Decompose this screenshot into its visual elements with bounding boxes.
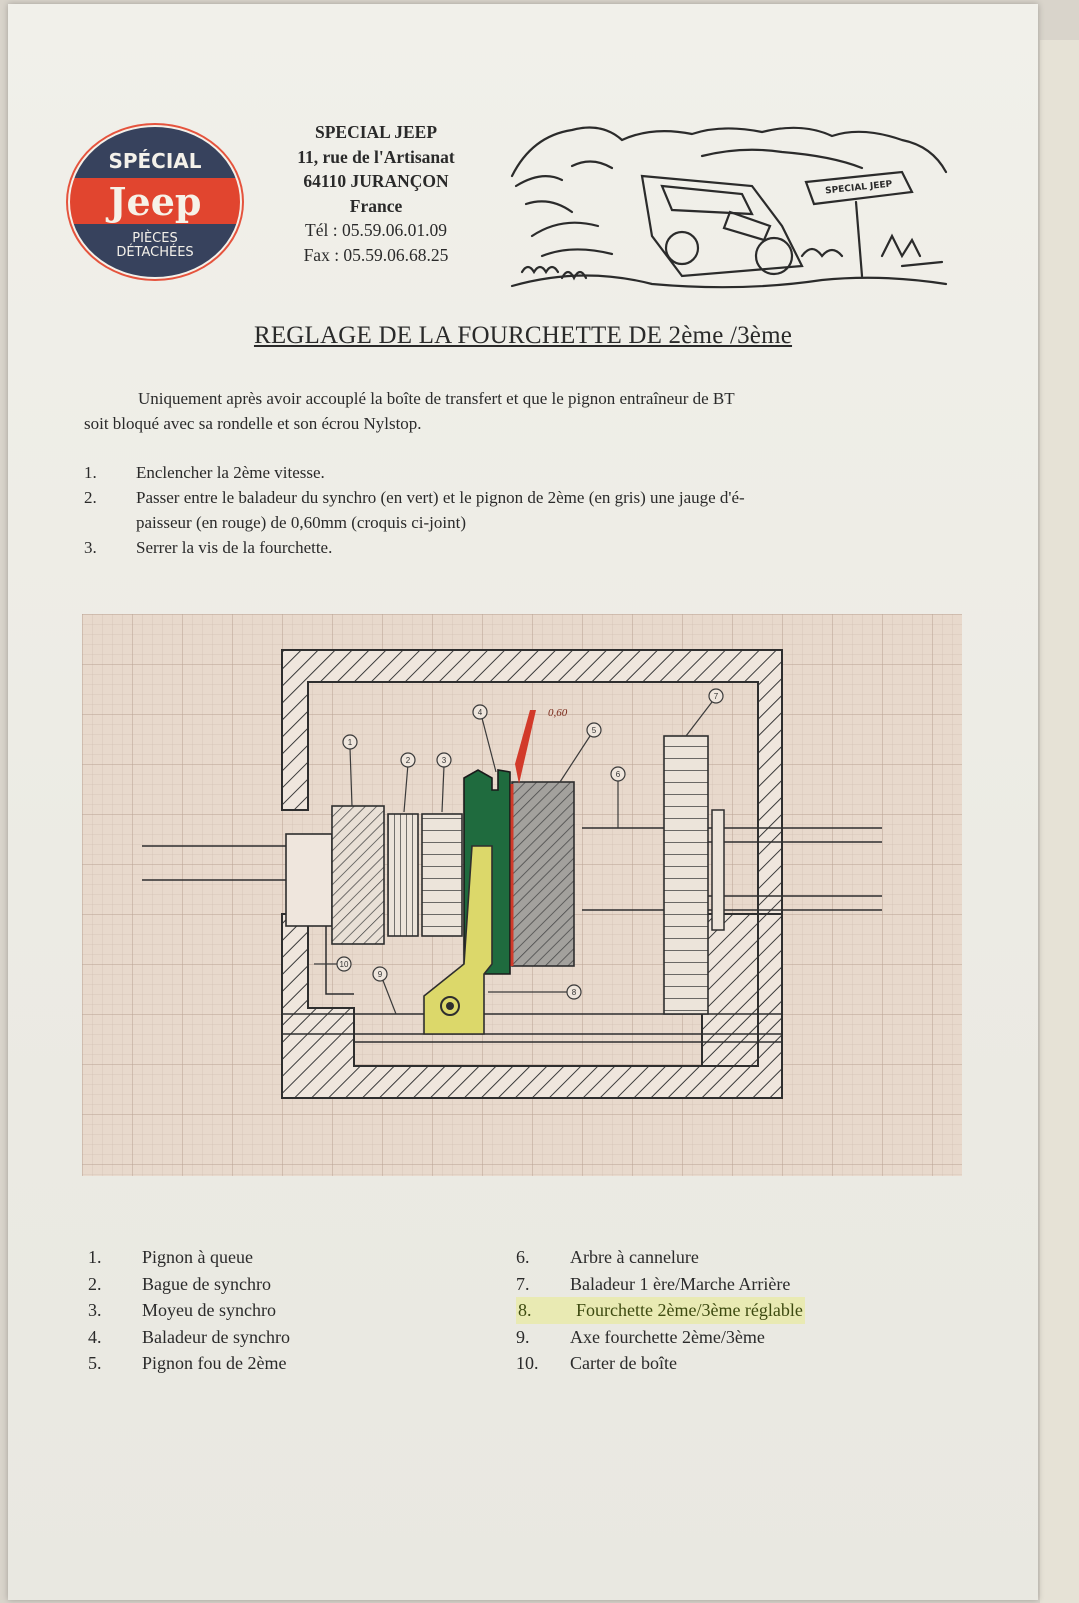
shift-fork: [423, 845, 493, 1035]
gearbox-cross-section-diagram: 0,60: [82, 614, 962, 1176]
legend-item: 3. Moyeu de synchro: [88, 1297, 290, 1324]
gauge-label: 0,60: [548, 707, 568, 719]
legend-label: Arbre à cannelure: [570, 1247, 699, 1267]
document-title: REGLAGE DE LA FOURCHETTE DE 2ème /3ème: [253, 322, 793, 349]
step-text: Enclencher la 2ème vitesse.: [136, 463, 325, 482]
legend-item: 2. Bague de synchro: [88, 1271, 290, 1298]
address-country: France: [349, 195, 403, 216]
legend-item: 7. Baladeur 1 ère/Marche Arrière: [516, 1271, 805, 1298]
step-number: 1.: [84, 463, 97, 482]
company-name: SPECIAL JEEP: [314, 122, 438, 142]
phone-number: Tél : 05.59.06.01.09: [305, 220, 447, 240]
tail-pinion: [331, 805, 385, 945]
callout-numbers: 1 2 3 4 5 6 7 8 9 10: [340, 692, 719, 997]
logo-bottom-text-2: DÉTACHÉES: [116, 244, 193, 260]
legend-number: 7.: [516, 1273, 530, 1294]
step-text-line: Passer entre le baladeur du synchro (en …: [136, 488, 745, 507]
callout-9: 9: [378, 970, 383, 979]
legend-number: 2.: [88, 1273, 102, 1294]
feeler-gauge: [515, 710, 536, 784]
legend-item: 6. Arbre à cannelure: [516, 1244, 805, 1271]
legend-number: 6.: [516, 1247, 530, 1267]
callout-2: 2: [406, 756, 411, 765]
legend-label: Pignon fou de 2ème: [142, 1353, 287, 1373]
legend-item: 5. Pignon fou de 2ème: [88, 1350, 290, 1377]
legend-number: 9.: [516, 1326, 530, 1347]
fork-screw: [440, 996, 460, 1016]
legend-label: Pignon à queue: [142, 1247, 253, 1267]
legend-label: Baladeur de synchro: [142, 1326, 290, 1347]
company-address: SPECIAL JEEP 11, rue de l'Artisanat 6411…: [258, 120, 494, 267]
step-item: 2. Passer entre le baladeur du synchro (…: [84, 485, 954, 535]
adjacent-page-edge: [1040, 40, 1079, 1603]
callout-5: 5: [592, 726, 597, 735]
legend-label: Bague de synchro: [142, 1273, 271, 1294]
logo-top-text: SPÉCIAL: [108, 149, 201, 173]
legend-label: Fourchette 2ème/3ème réglable: [574, 1297, 805, 1324]
callout-3: 3: [442, 756, 447, 765]
legend-item: 4. Baladeur de synchro: [88, 1324, 290, 1351]
step-text-line: paisseur (en rouge) de 0,60mm (croquis c…: [136, 513, 466, 532]
legend-number: 8.: [516, 1297, 574, 1324]
legend-number: 1.: [88, 1247, 102, 1267]
callout-8: 8: [572, 988, 577, 997]
callout-leaders: [314, 701, 713, 1015]
callout-markers: [336, 688, 724, 1000]
intro-line-2: soit bloqué avec sa rondelle et son écro…: [84, 414, 422, 433]
legend-item: 1. Pignon à queue: [88, 1244, 290, 1271]
sketch-sign-text: SPECIAL JEEP: [825, 179, 893, 196]
callout-10: 10: [340, 960, 349, 969]
legend-column-left: 1. Pignon à queue 2. Bague de synchro 3. Mo…: [88, 1244, 290, 1377]
address-street: 11, rue de l'Artisanat: [297, 146, 455, 167]
legend-label: Baladeur 1 ère/Marche Arrière: [570, 1273, 791, 1294]
intro-line-1: Uniquement après avoir accouplé la boîte…: [138, 389, 735, 408]
step-text: Passer entre le baladeur du synchro (en …: [136, 485, 745, 535]
logo-brand-text: Jeep: [106, 179, 202, 224]
legend-label: Carter de boîte: [570, 1353, 677, 1373]
logo-bottom-text-1: PIÈCES: [132, 230, 177, 246]
callout-1: 1: [348, 738, 353, 747]
second-gear: [511, 781, 575, 967]
legend-item: 10. Carter de boîte: [516, 1350, 805, 1377]
legend-column-right: 6. Arbre à cannelure 7. Baladeur 1 ère/Mar…: [516, 1244, 805, 1377]
legend-number: 5.: [88, 1353, 102, 1373]
step-item: 3. Serrer la vis de la fourchette.: [84, 535, 954, 560]
legend-number: 10.: [516, 1353, 539, 1373]
intro-paragraph: Uniquement après avoir accouplé la boîte…: [84, 386, 964, 436]
legend-label: Moyeu de synchro: [142, 1300, 276, 1320]
first-reverse-slider: [663, 735, 709, 1015]
step-number: 3.: [84, 538, 97, 557]
step-number: 2.: [84, 488, 97, 507]
legend-item: 9. Axe fourchette 2ème/3ème: [516, 1324, 805, 1351]
callout-6: 6: [616, 770, 621, 779]
callout-7: 7: [714, 692, 719, 701]
synchro-ring: [387, 813, 419, 937]
address-city: 64110 JURANÇON: [303, 171, 449, 191]
callout-4: 4: [478, 708, 483, 717]
legend-item-highlighted: 8.Fourchette 2ème/3ème réglable: [516, 1297, 805, 1324]
instruction-steps: 1. Enclencher la 2ème vitesse. 2. Passer…: [84, 460, 954, 560]
synchro-hub: [421, 813, 463, 937]
step-text: Serrer la vis de la fourchette.: [136, 538, 333, 557]
legend-label: Axe fourchette 2ème/3ème: [570, 1326, 765, 1347]
bearing-ring: [711, 809, 725, 931]
step-item: 1. Enclencher la 2ème vitesse.: [84, 460, 954, 485]
special-jeep-logo: SPÉCIAL Jeep PIÈCES DÉTACHÉES: [66, 123, 244, 281]
jeep-sketch-illustration: SPECIAL JEEP: [510, 126, 948, 289]
gearbox-housing: [281, 649, 783, 1099]
fork-screw-center: [446, 1002, 454, 1010]
legend-number: 4.: [88, 1326, 102, 1347]
legend-number: 3.: [88, 1300, 102, 1320]
fax-number: Fax : 05.59.06.68.25: [303, 244, 449, 265]
document-page: SPÉCIAL Jeep PIÈCES DÉTACHÉES SPECIAL JE…: [8, 4, 1038, 1600]
